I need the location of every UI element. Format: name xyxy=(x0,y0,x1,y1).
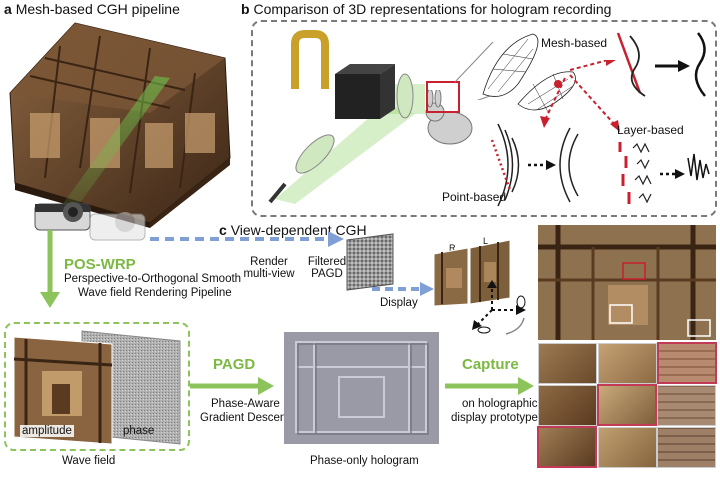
render-label-line1: Render xyxy=(250,256,288,268)
filtered-label-line2: PAGD xyxy=(311,268,343,280)
display-label: Display xyxy=(380,297,418,309)
crop-tile xyxy=(657,385,716,426)
zoom-lines xyxy=(455,41,494,100)
blue-dashed-arrow-display xyxy=(372,282,434,296)
optical-setup-illustration xyxy=(268,30,425,204)
crop-tile-highlighted xyxy=(597,384,657,426)
phase-label: phase xyxy=(123,425,155,437)
panel-c-letter: c xyxy=(219,222,227,238)
pos-wrp-line1: Perspective-to-Orthogonal Smooth xyxy=(64,273,242,285)
pagd-title: PAGD xyxy=(213,356,256,373)
panel-b-title: b Comparison of 3D representations for h… xyxy=(241,1,611,17)
hologram-caption: Phase-only hologram xyxy=(310,455,419,467)
point-wave-diagram xyxy=(490,123,579,207)
panel-b-title-text: Comparison of 3D representations for hol… xyxy=(253,1,612,17)
capture-line2: display prototype xyxy=(451,412,538,424)
pos-wrp-line2: Wave field Rendering Pipeline xyxy=(78,287,232,299)
panel-a-letter: a xyxy=(4,1,12,17)
crop-tile-highlighted xyxy=(657,342,717,384)
pagd-green-arrow xyxy=(190,377,274,395)
point-based-label: Point-based xyxy=(442,190,507,204)
panel-b-box xyxy=(251,20,717,217)
capture-title: Capture xyxy=(462,356,519,373)
crop-tile xyxy=(657,427,716,468)
camera-right-icon xyxy=(89,212,146,241)
view-l-label: L xyxy=(483,236,489,246)
phase-only-hologram-image xyxy=(284,332,439,444)
filtered-pagd-image xyxy=(346,233,394,291)
wave-field-box xyxy=(4,322,190,451)
panel-a-title-text: Mesh-based CGH pipeline xyxy=(15,1,180,17)
filtered-label: Filtered PAGD xyxy=(301,256,353,280)
wave-field-caption: Wave field xyxy=(62,455,116,467)
pagd-line2: Gradient Descent xyxy=(200,412,290,424)
panel-b-letter: b xyxy=(241,1,250,17)
green-down-arrow xyxy=(40,230,60,308)
layer-wave-diagram xyxy=(618,142,710,204)
mesh-wave-diagram xyxy=(616,32,706,97)
capture-green-arrow xyxy=(445,377,534,395)
camera-left-icon xyxy=(34,202,91,231)
amplitude-label: amplitude xyxy=(20,425,74,437)
crop-tile-highlighted xyxy=(537,426,597,468)
pos-wrp-title: POS-WRP xyxy=(64,256,136,273)
render-label-line2: multi-view xyxy=(243,268,295,280)
mesh-based-label: Mesh-based xyxy=(541,36,608,50)
red-dashed-arrows xyxy=(540,60,620,132)
mesh-house-illustration xyxy=(9,22,231,228)
stereo-views xyxy=(433,239,511,307)
camera-icons xyxy=(34,202,146,241)
panel-a-title: a Mesh-based CGH pipeline xyxy=(4,1,180,17)
bunny-ear-zoom-box xyxy=(426,81,460,113)
view-r-label: R xyxy=(449,243,456,253)
mesh-ears-illustration xyxy=(482,33,576,113)
bunny-illustration xyxy=(425,90,473,145)
blue-dashed-arrow-top xyxy=(150,231,344,247)
crop-tile xyxy=(598,343,657,384)
crop-tile xyxy=(538,343,597,384)
crop-tile xyxy=(538,385,597,426)
crop-tile xyxy=(598,427,657,468)
render-label: Render multi-view xyxy=(239,256,299,280)
wave-field-images xyxy=(13,330,181,445)
pagd-line1: Phase-Aware xyxy=(211,398,280,410)
viewing-axes-icon xyxy=(472,280,526,335)
filtered-label-line1: Filtered xyxy=(307,256,347,268)
layer-based-label: Layer-based xyxy=(617,123,684,137)
capture-line1: on holographic xyxy=(462,398,538,410)
captured-main-image xyxy=(538,225,716,340)
